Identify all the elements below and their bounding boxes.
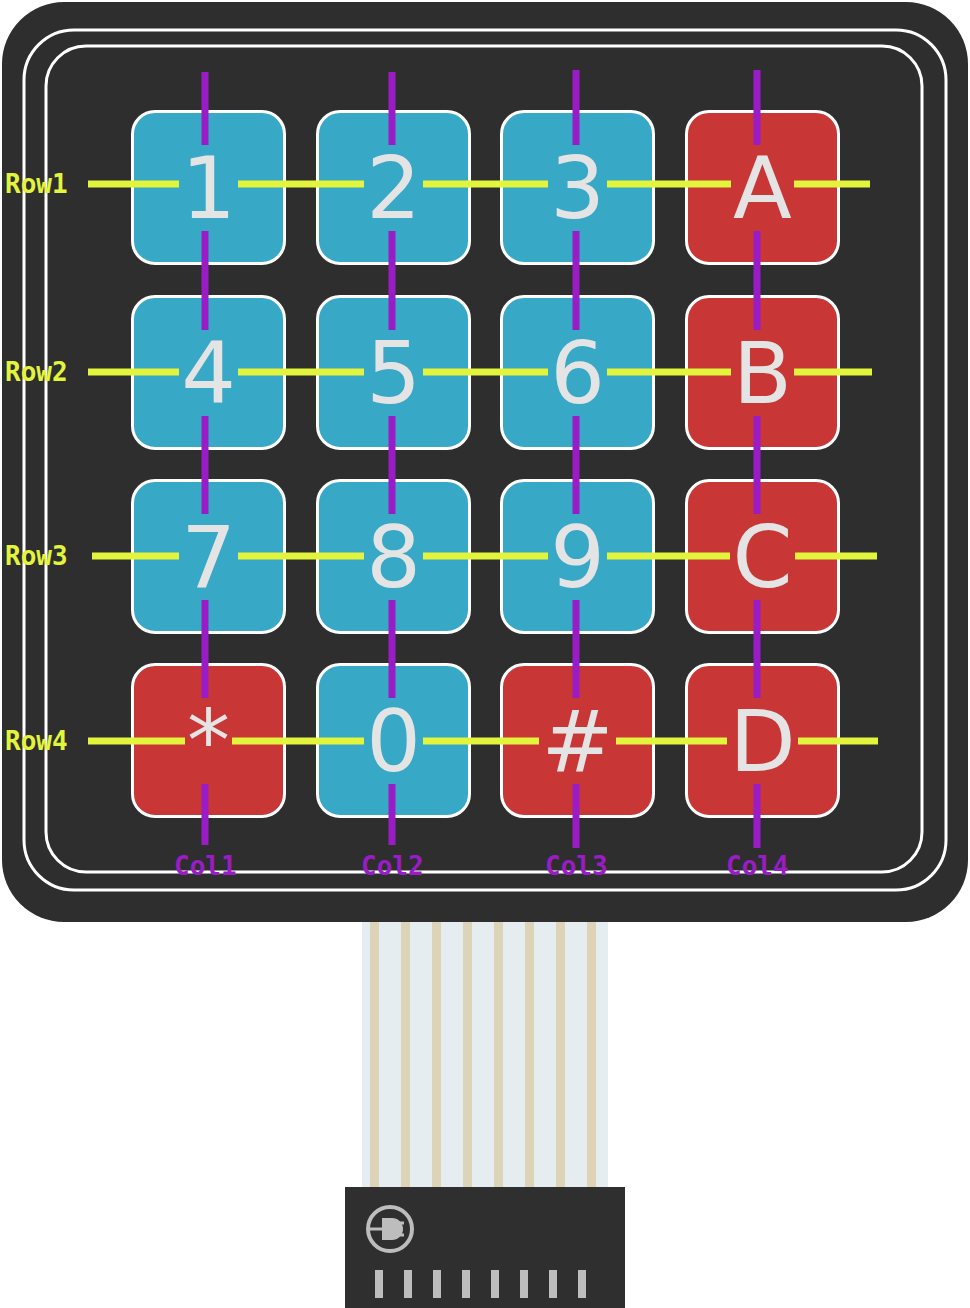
key-legend: 0 [364, 698, 423, 784]
key-legend: 5 [364, 330, 423, 416]
row-label: Row2 [5, 359, 68, 385]
key-legend: B [731, 330, 794, 416]
key-legend: 6 [548, 330, 607, 416]
column-lines [205, 70, 757, 848]
key-legend: A [731, 145, 794, 231]
row-label: Row4 [5, 728, 68, 754]
key-legend: 4 [179, 330, 238, 416]
column-label: Col2 [361, 853, 424, 879]
key-legend: 2 [364, 145, 423, 231]
key-legend: C [730, 514, 794, 600]
key-legend: * [185, 698, 232, 784]
column-label: Col3 [545, 853, 608, 879]
column-label: Col1 [174, 853, 237, 879]
key-legend: 7 [179, 514, 238, 600]
key-legend: D [727, 698, 797, 784]
row-label: Row3 [5, 543, 68, 569]
key-legend: 1 [179, 145, 238, 231]
key-legend: 3 [548, 145, 607, 231]
key-legend: 9 [548, 514, 607, 600]
row-label: Row1 [5, 171, 68, 197]
column-label: Col4 [726, 853, 789, 879]
key-legend: 8 [364, 514, 423, 600]
key-legend: # [539, 698, 615, 784]
